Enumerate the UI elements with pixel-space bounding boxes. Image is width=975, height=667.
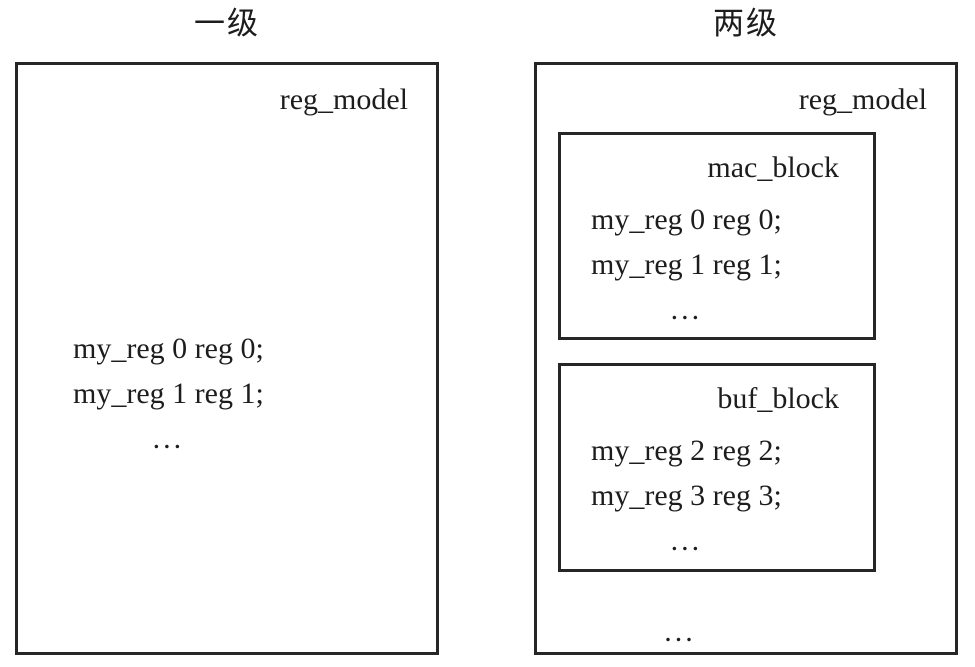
register-declaration: my_reg 3 reg 3; <box>591 479 782 512</box>
register-declaration: my_reg 0 reg 0; <box>73 332 264 365</box>
buf-block-box: buf_block my_reg 2 reg 2; my_reg 3 reg 3… <box>558 363 876 572</box>
ellipsis-text: ... <box>670 524 703 557</box>
register-list: my_reg 2 reg 2; my_reg 3 reg 3; ... <box>591 428 782 563</box>
buf-block-label: buf_block <box>717 382 839 415</box>
register-declaration: my_reg 1 reg 1; <box>591 248 782 281</box>
reg-model-label: reg_model <box>798 83 927 116</box>
reg-model-label: reg_model <box>279 83 408 116</box>
ellipsis-text: ... <box>670 293 703 326</box>
register-list: my_reg 0 reg 0; my_reg 1 reg 1; ... <box>73 326 264 461</box>
two-level-title: 两级 <box>713 6 779 41</box>
ellipsis-text: ... <box>152 422 185 455</box>
mac-block-label: mac_block <box>707 151 839 184</box>
register-declaration: my_reg 2 reg 2; <box>591 434 782 467</box>
two-level-reg-model-box: reg_model mac_block my_reg 0 reg 0; my_r… <box>534 62 958 655</box>
register-declaration: my_reg 0 reg 0; <box>591 203 782 236</box>
one-level-title: 一级 <box>194 6 260 41</box>
register-declaration: my_reg 1 reg 1; <box>73 377 264 410</box>
one-level-reg-model-box: reg_model my_reg 0 reg 0; my_reg 1 reg 1… <box>15 62 439 655</box>
register-list: my_reg 0 reg 0; my_reg 1 reg 1; ... <box>591 197 782 332</box>
ellipsis-text: ... <box>664 615 696 648</box>
mac-block-box: mac_block my_reg 0 reg 0; my_reg 1 reg 1… <box>558 132 876 340</box>
